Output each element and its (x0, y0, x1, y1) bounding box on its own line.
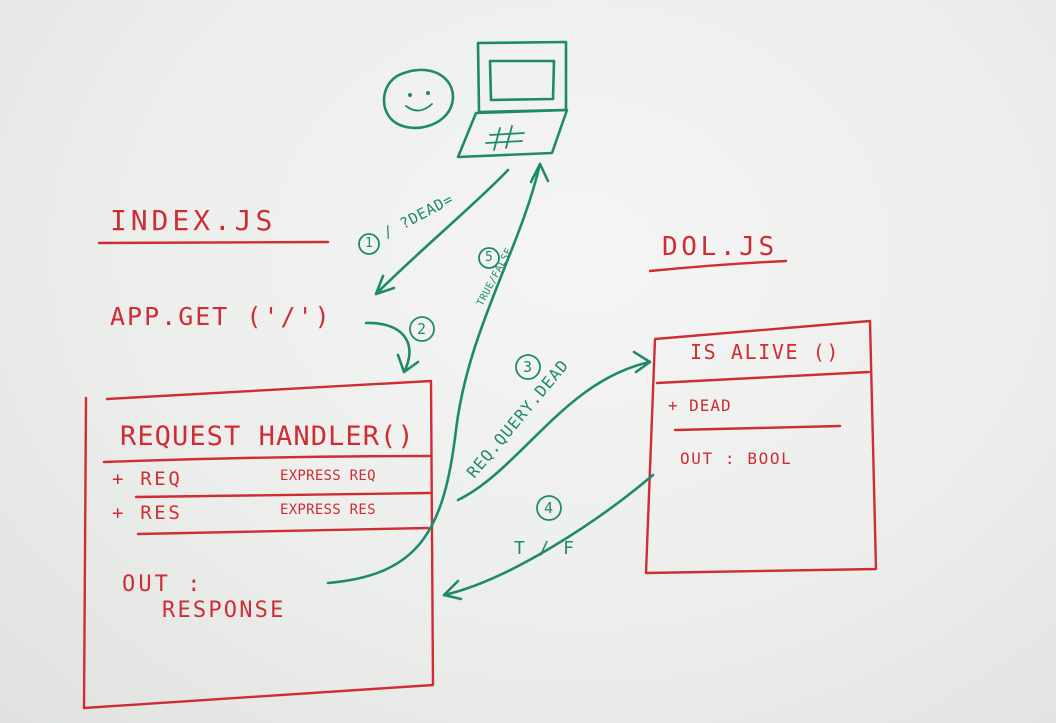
dol-js-title: DOL.JS (662, 232, 778, 262)
step-5-circle (478, 247, 500, 269)
is-alive-name: IS ALIVE () (690, 340, 841, 364)
res-param-type: EXPRESS RES (280, 502, 376, 518)
step-2-arrow (364, 321, 411, 374)
step-3-circle (515, 354, 541, 380)
step-1-number: 1 (365, 236, 373, 251)
request-handler-name: REQUEST HANDLER() (120, 421, 415, 452)
is-alive-box (644, 319, 878, 575)
laptop-icon (456, 40, 569, 159)
request-handler-out-label: OUT : (122, 572, 204, 597)
step-1-circle (358, 233, 380, 255)
app-get-call: APP.GET ('/') (110, 302, 332, 331)
step-3-number: 3 (523, 358, 533, 376)
request-handler-out-value: RESPONSE (162, 598, 286, 623)
step-4-label: T / F (514, 538, 576, 559)
step-1-arrow (374, 168, 510, 296)
index-js-title: INDEX.JS (110, 204, 277, 237)
step-4-circle (536, 495, 562, 521)
step-4-number: 4 (544, 499, 554, 517)
user-smiley-icon (382, 68, 455, 130)
is-alive-param: + DEAD (668, 396, 732, 415)
step-2-number: 2 (417, 320, 427, 338)
step-2-circle (409, 316, 435, 342)
req-param-name: + REQ (112, 468, 183, 490)
step-4-arrow (442, 473, 655, 597)
step-5-number: 5 (485, 250, 493, 265)
index-js-underline (97, 240, 330, 245)
step-3-arrow (456, 360, 652, 502)
is-alive-out: OUT : BOOL (680, 449, 793, 468)
step-5-arrow (326, 162, 542, 585)
req-param-type: EXPRESS REQ (280, 468, 376, 484)
request-handler-box (82, 379, 435, 710)
res-param-name: + RES (112, 502, 183, 524)
dol-js-underline (648, 259, 788, 273)
